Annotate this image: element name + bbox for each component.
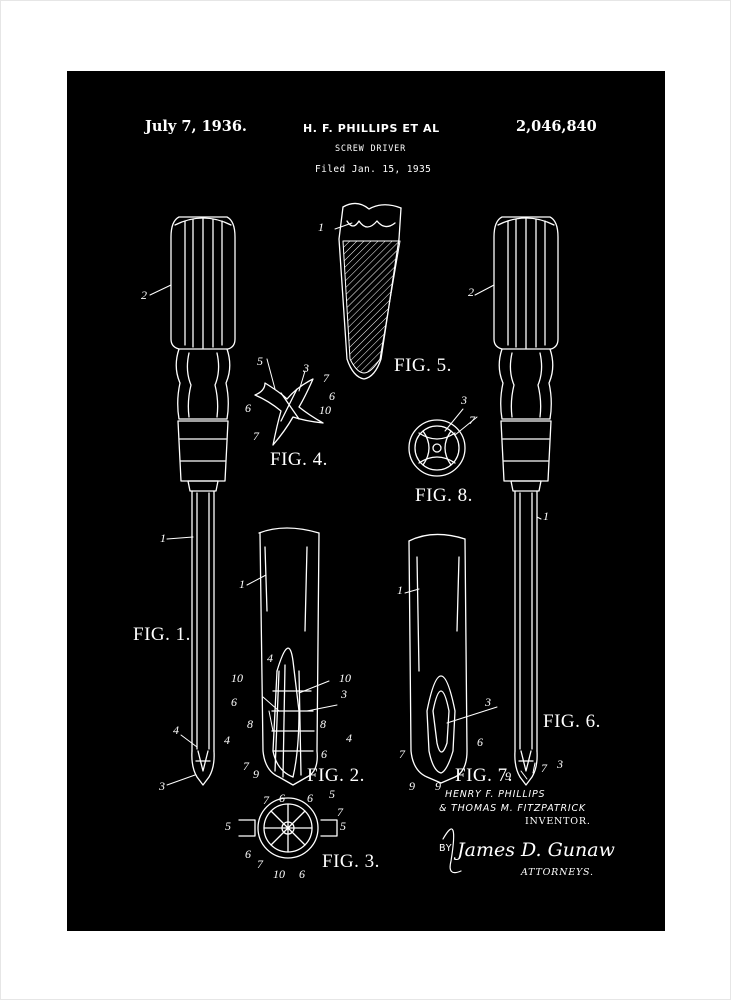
callout-7-fig8: 7	[469, 413, 475, 427]
callout-1-fig6: 1	[543, 509, 549, 523]
attorneys-label: ATTORNEYS.	[521, 867, 594, 878]
patent-inventors: H. F. PHILLIPS ET AL	[303, 122, 440, 135]
fig1-label: FIG. 1.	[133, 624, 191, 645]
fig8-end-view-drawing	[408, 419, 466, 477]
callout-9-fig7-right: 9	[435, 779, 441, 793]
callout-10-fig2-left: 10	[231, 671, 243, 685]
callout-5-fig3-right: 5	[340, 819, 346, 833]
callout-6-fig7: 6	[477, 735, 483, 749]
callout-5-fig3-top: 5	[329, 787, 335, 801]
callout-10-fig3: 10	[273, 867, 285, 881]
callout-1-fig7: 1	[397, 583, 403, 597]
fig3-section-view-drawing	[238, 797, 338, 859]
callout-3-fig2: 3	[341, 687, 347, 701]
signature-flourish	[442, 828, 462, 874]
fig2-label: FIG. 2.	[307, 765, 365, 786]
callout-6-fig3-top-right: 6	[307, 791, 313, 805]
fig6-label: FIG. 6.	[543, 711, 601, 732]
callout-7-fig7: 7	[399, 747, 405, 761]
callout-4-fig2: 4	[267, 651, 273, 665]
callout-1-fig5: 1	[318, 220, 324, 234]
callout-9-fig6: 9	[505, 769, 511, 783]
callout-7-fig4: 7	[323, 371, 329, 385]
callout-10-fig4: 10	[319, 403, 331, 417]
patent-date: July 7, 1936.	[145, 118, 247, 135]
fig1-screwdriver-drawing	[170, 216, 236, 786]
callout-6-fig3-bottom-right: 6	[299, 867, 305, 881]
patent-sheet: July 7, 1936. H. F. PHILLIPS ET AL 2,046…	[67, 71, 665, 931]
callout-4-fig2-right: 4	[346, 731, 352, 745]
fig7-bit-drawing	[408, 533, 468, 784]
callout-3-fig6: 3	[557, 757, 563, 771]
patent-filed-date: Filed Jan. 15, 1935	[315, 164, 432, 175]
fig2-enlarged-bit-drawing	[258, 527, 320, 786]
callout-2-fig1: 2	[141, 288, 147, 302]
callout-7-fig3-right: 7	[337, 805, 343, 819]
callout-6-fig4-right: 6	[329, 389, 335, 403]
fig6-screwdriver-drawing	[493, 216, 559, 786]
callout-7-fig4-low: 7	[253, 429, 259, 443]
callout-2-fig6: 2	[468, 285, 474, 299]
callout-3-fig8: 3	[461, 393, 467, 407]
inventor-role: INVENTOR.	[525, 816, 591, 827]
callout-7-fig2: 7	[243, 759, 249, 773]
by-label: BY	[439, 843, 453, 854]
callout-3-fig4: 3	[303, 361, 309, 375]
leader-lines	[149, 222, 542, 786]
callout-6-fig3-top-left: 6	[279, 791, 285, 805]
fig5-section-drawing	[338, 202, 402, 380]
callout-6-fig2-right: 6	[321, 747, 327, 761]
callout-7-fig6: 7	[541, 761, 547, 775]
callout-5-fig4: 5	[257, 354, 263, 368]
fig7-label: FIG. 7.	[455, 765, 513, 786]
patent-title: SCREW DRIVER	[335, 144, 407, 154]
fig4-cross-drawing	[254, 378, 324, 446]
callout-9-fig7-left: 9	[409, 779, 415, 793]
callout-6-fig4-left: 6	[245, 401, 251, 415]
callout-5-fig3-left: 5	[225, 819, 231, 833]
callout-6-fig3-bottom-left: 6	[245, 847, 251, 861]
callout-4-fig2-left: 4	[224, 733, 230, 747]
inventor-name-2-prefix: &	[439, 803, 448, 814]
callout-10-fig2-right: 10	[339, 671, 351, 685]
callout-1-fig1: 1	[160, 531, 166, 545]
callout-3-fig1: 3	[159, 779, 165, 793]
callout-9-fig2: 9	[253, 767, 259, 781]
fig3-label: FIG. 3.	[322, 851, 380, 872]
callout-6-fig2-left: 6	[231, 695, 237, 709]
patent-drawing	[149, 202, 559, 874]
inventor-name-1: HENRY F. PHILLIPS	[445, 789, 546, 800]
attorney-signature: James D. Gunaw	[457, 839, 615, 861]
fig8-label: FIG. 8.	[415, 485, 473, 506]
inventor-name-2: THOMAS M. FITZPATRICK	[451, 803, 586, 814]
callout-8-fig2-right: 8	[320, 717, 326, 731]
callout-8-fig2-left: 8	[247, 717, 253, 731]
patent-number: 2,046,840	[516, 118, 597, 135]
callout-7-fig3-bottom: 7	[257, 857, 263, 871]
callout-3-fig7: 3	[485, 695, 491, 709]
callout-1-fig2: 1	[239, 577, 245, 591]
fig4-label: FIG. 4.	[270, 449, 328, 470]
callout-4-fig1: 4	[173, 723, 179, 737]
fig5-label: FIG. 5.	[394, 355, 452, 376]
callout-7-fig3-top-left: 7	[263, 793, 269, 807]
